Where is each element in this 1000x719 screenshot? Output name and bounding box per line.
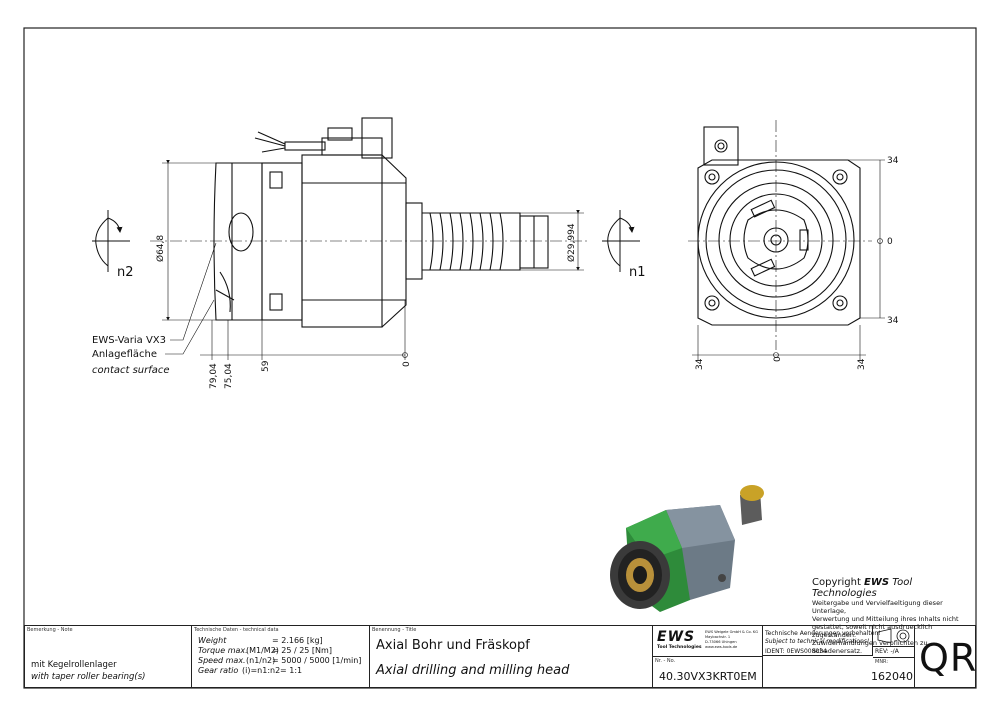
callout-varia: EWS-Varia VX3 — [92, 335, 166, 346]
part-number: 40.30VX3KRT0EM — [659, 670, 757, 683]
copyright-prefix: Copyright — [812, 577, 865, 588]
company-line: D-73066 Uhingen — [705, 640, 737, 644]
tech-value: = 2.166 [kg] — [272, 636, 323, 645]
title-label: Benennung - Title — [372, 627, 417, 633]
remark-label: Bemerkung - Note — [27, 627, 73, 633]
logo-area: EWS Tool Technologies EWS Weigele GmbH &… — [653, 626, 763, 657]
tech-value: = 5000 / 5000 [1/min] — [272, 656, 362, 665]
revision: REV: -/A — [875, 648, 899, 655]
tech-key: Speed max. — [198, 656, 246, 665]
title-en: Axial drilling and milling head — [376, 663, 570, 678]
copyright-line: Zuwiderhandlungen verpflichten zu Schade… — [812, 639, 928, 655]
notice-de: Technische Aenderungen vorbehalten! — [765, 630, 881, 637]
company-cell: EWS Tool Technologies EWS Weigele GmbH &… — [653, 626, 763, 687]
nr-label: Nr. - No. — [655, 658, 676, 664]
company-line: Maybachstr. 1 — [705, 635, 731, 639]
mnr-number: 162040 — [871, 670, 913, 683]
dim-b34-right: 34 — [857, 358, 867, 370]
ews-logo: EWS — [657, 629, 696, 645]
tech-unit: (M1/M2) — [246, 646, 279, 655]
tech-key: Gear ratio — [198, 666, 239, 675]
dim-b34-left: 34 — [695, 358, 705, 370]
tech-unit: (i)=n1:n2 — [242, 666, 281, 675]
notice-area: Technische Aenderungen vorbehalten! Subj… — [763, 626, 881, 656]
rotation-n1-icon — [602, 210, 640, 272]
copyright-line: Weitergabe und Vervielfaeltigung dieser … — [812, 599, 943, 615]
dim-79: 79,04 — [209, 363, 219, 389]
callout-contact: contact surface — [92, 365, 170, 376]
dim-r0: 0 — [887, 237, 893, 247]
n2-label: n2 — [117, 265, 134, 280]
sheet-frame — [23, 27, 977, 689]
tech-key: Weight — [198, 636, 227, 645]
dim-r34-top: 34 — [887, 156, 899, 166]
copyright-heading: Copyright EWS Tool Technologies — [812, 577, 972, 599]
side-dimensions — [162, 160, 584, 360]
dim-r34-bot: 34 — [887, 316, 899, 326]
notice-en: Subject to technical modifications! — [765, 638, 870, 645]
company-line: EWS Weigele GmbH & Co. KG — [705, 630, 759, 634]
projection-symbol-icon — [873, 626, 915, 647]
title-block: Bemerkung - Note mit Kegelrollenlager wi… — [24, 625, 976, 688]
dim-b0: 0 — [773, 356, 783, 362]
remark-en: with taper roller bearing(s) — [31, 672, 146, 682]
front-view — [697, 126, 861, 326]
copyright-line: Verwertung und Mitteilung ihres Inhalts … — [812, 615, 959, 623]
tech-key: Torque max. — [198, 646, 248, 655]
dim-75: 75,04 — [224, 363, 234, 389]
ident: IDENT: 0EWS008034 — [765, 648, 827, 655]
copyright-brand: EWS — [864, 577, 890, 588]
qr-mark: QR — [919, 636, 978, 680]
remark-cell: Bemerkung - Note mit Kegelrollenlager wi… — [25, 626, 192, 687]
title-de: Axial Bohr und Fräskopf — [376, 638, 530, 653]
callout-anlage: Anlagefläche — [92, 349, 157, 360]
dim-side-0: 0 — [402, 361, 412, 367]
front-dimensions — [688, 120, 885, 360]
tech-label: Technische Daten - technical data — [194, 627, 279, 633]
dim-d29: Ø29,994 — [566, 223, 577, 262]
remark-de: mit Kegelrollenlager — [31, 660, 117, 670]
tech-value: = 1:1 — [280, 666, 303, 675]
info-cell: Technische Aenderungen vorbehalten! Subj… — [763, 626, 915, 687]
mnr-label: MNR: — [875, 659, 889, 665]
n1-label: n1 — [629, 265, 646, 280]
tech-data-cell: Technische Daten - technical data Weight… — [192, 626, 370, 687]
copyright-suffix: Tool Technologies — [812, 577, 913, 599]
tech-unit: (n1/n2) — [246, 656, 276, 665]
rotation-n2-icon — [92, 210, 130, 272]
company-line: www.ews-tools.de — [705, 645, 738, 649]
tech-value: = 25 / 25 [Nm] — [272, 646, 332, 655]
dim-d64: Ø64,8 — [155, 235, 166, 262]
side-view — [213, 117, 549, 328]
company-address: EWS Weigele GmbH & Co. KG Maybachstr. 1 … — [705, 630, 758, 650]
title-cell: Benennung - Title Axial Bohr und Fräskop… — [370, 626, 653, 687]
ews-logo-sub: Tool Technologies — [657, 645, 702, 650]
dim-59: 59 — [261, 360, 271, 372]
rev-area: REV: -/A — [873, 646, 915, 658]
product-render-image — [610, 485, 764, 612]
